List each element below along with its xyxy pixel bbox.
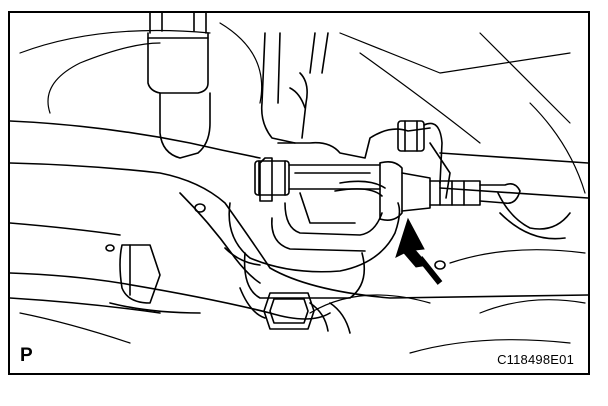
lower-arm bbox=[224, 202, 401, 299]
bottom-nut bbox=[239, 287, 351, 334]
shock-absorber bbox=[147, 13, 211, 159]
view-label: P bbox=[20, 345, 33, 366]
upper-right-bolt bbox=[397, 120, 451, 199]
suspension-illustration bbox=[10, 13, 588, 354]
threaded-rod bbox=[429, 180, 571, 240]
mounting-bracket bbox=[271, 127, 431, 252]
background-contours bbox=[19, 22, 586, 354]
callout-arrow-icon bbox=[395, 217, 443, 285]
illustration-frame: P C118498E01 bbox=[8, 11, 590, 375]
frame-holes bbox=[105, 203, 446, 270]
figure-code: C118498E01 bbox=[497, 352, 574, 367]
clamp-clip bbox=[109, 244, 201, 314]
frame-rail bbox=[10, 120, 588, 320]
stabilizer-link bbox=[260, 32, 329, 144]
